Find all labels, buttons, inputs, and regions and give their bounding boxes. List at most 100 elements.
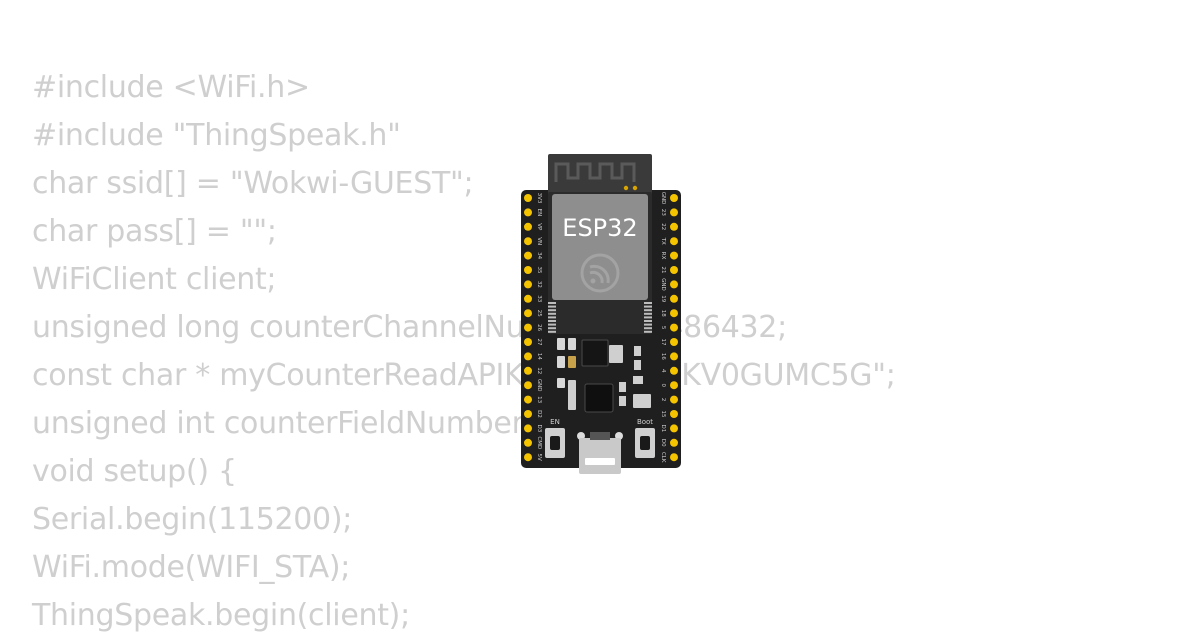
right-pin-pad[interactable] [670,352,678,361]
component [633,394,651,408]
right-pin-pad[interactable] [670,309,678,318]
module-pads [548,302,652,333]
left-pin-label: 5V [536,454,542,461]
module-indicator [623,185,629,191]
espressif-logo-icon [580,253,620,293]
voltage-regulator [581,339,609,367]
left-pin-label: VN [536,237,542,245]
left-pin-header: 3V3ENVPVN343532332526271412GND13D2D3CMD5… [524,193,542,462]
right-pin-pad[interactable] [670,222,678,231]
left-pin-label: 13 [536,396,542,403]
right-pin-pad[interactable] [670,280,678,289]
micro-usb-port[interactable] [577,432,623,474]
esp32-devkit-board[interactable]: ESP32 EN Boot [519,152,683,478]
left-pin-label: GND [536,379,542,392]
module-shield [552,194,648,300]
right-pin-pad[interactable] [670,424,678,433]
module-indicator [632,185,638,191]
left-pin-label: 33 [536,295,542,302]
module-pad [644,302,652,304]
code-line: void setup() { [32,454,237,489]
component [557,338,565,350]
component [557,378,565,388]
module-pad [548,323,556,326]
right-pin-label: GND [660,278,666,291]
right-pin-label: 16 [660,353,666,360]
right-pin-pad[interactable] [670,294,678,303]
right-pin-label: 18 [660,310,666,317]
left-pin-label: EN [536,209,542,217]
component [633,376,643,384]
left-pin-pad[interactable] [524,280,532,289]
boot-button[interactable] [635,428,655,458]
left-pin-label: 34 [536,252,542,259]
module-pad [644,312,652,315]
right-pin-pad[interactable] [670,251,678,260]
right-pin-pad[interactable] [670,366,678,375]
left-pin-label: 32 [536,281,542,288]
code-line: #include "ThingSpeak.h" [32,118,401,153]
left-pin-pad[interactable] [524,237,532,246]
component [634,346,641,356]
component [568,338,576,350]
left-pin-pad[interactable] [524,208,532,217]
left-pin-label: VP [536,223,542,231]
left-pin-pad[interactable] [524,438,532,447]
right-pin-pad[interactable] [670,438,678,447]
left-pin-label: D2 [536,410,542,418]
left-pin-pad[interactable] [524,266,532,274]
module-pad [644,305,652,308]
right-pin-label: 2 [660,398,666,402]
code-text-background: #include <WiFi.h>#include "ThingSpeak.h"… [32,64,896,640]
left-pin-pad[interactable] [524,338,532,346]
left-pin-label: 27 [536,339,542,346]
left-pin-label: 12 [536,367,542,374]
left-pin-pad[interactable] [524,294,532,303]
left-pin-pad[interactable] [524,352,532,361]
right-pin-pad[interactable] [670,323,678,332]
left-pin-label: 25 [536,310,542,317]
module-pad [548,309,556,312]
right-pin-label: 0 [660,383,666,387]
module-pad [644,309,652,312]
right-pin-pad[interactable] [670,208,678,217]
left-pin-pad[interactable] [524,395,532,404]
right-pin-pad[interactable] [670,381,678,390]
left-pin-pad[interactable] [524,381,532,390]
right-pin-pad[interactable] [670,453,678,462]
left-pin-pad[interactable] [524,410,532,418]
right-pin-label: TX [660,237,666,245]
left-pin-pad[interactable] [524,222,532,231]
module-pad [548,327,556,330]
module-pad [548,312,556,315]
right-pin-pad[interactable] [670,237,678,246]
left-pin-pad[interactable] [524,366,532,375]
left-pin-pad[interactable] [524,323,532,332]
module-pad [548,320,556,322]
code-line: Serial.begin(115200); [32,502,353,537]
left-pin-pad[interactable] [524,251,532,260]
component [609,345,623,363]
component [634,360,641,370]
right-pin-label: 21 [660,267,666,274]
en-button[interactable] [545,428,565,458]
left-pin-pad[interactable] [524,194,532,202]
module-pad [644,316,652,319]
right-pin-pad[interactable] [670,410,678,418]
right-pin-label: GND [660,192,666,205]
right-pin-label: 23 [660,209,666,216]
component [557,356,565,368]
right-pin-pad[interactable] [670,194,678,202]
right-pin-label: 19 [660,295,666,302]
left-pin-pad[interactable] [524,309,532,318]
right-pin-label: 17 [660,339,666,346]
left-pin-pad[interactable] [524,453,532,462]
right-pin-pad[interactable] [670,338,678,346]
left-pin-pad[interactable] [524,424,532,433]
right-pin-pad[interactable] [670,395,678,404]
usb-serial-chip [584,383,614,413]
component [619,396,626,406]
right-pin-pad[interactable] [670,266,678,274]
left-pin-label: CMD [536,436,542,449]
